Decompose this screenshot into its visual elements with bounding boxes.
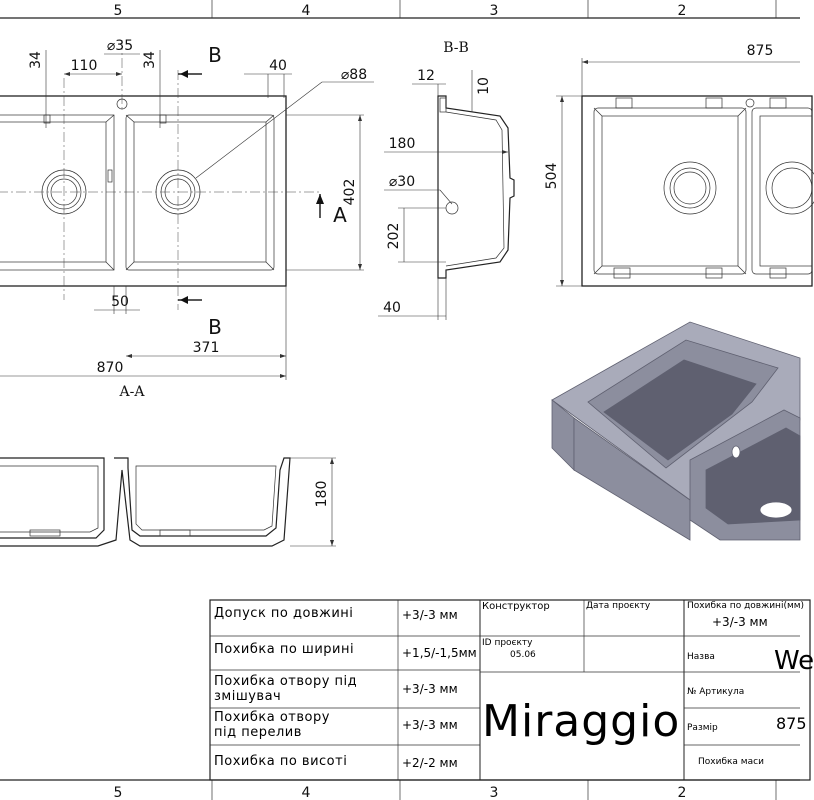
zone-bottom-2: 2 — [678, 785, 687, 800]
dim-40-bb: 40 — [383, 300, 401, 316]
section-b-b-title: B-B — [443, 40, 469, 56]
zone-bottom-3: 3 — [490, 785, 499, 800]
section-mark-b-bottom: B — [208, 315, 222, 339]
dim-34-right: 34 — [142, 51, 158, 69]
dim-402: 402 — [342, 179, 358, 206]
dim-371: 371 — [193, 340, 220, 356]
dim-34-left: 34 — [28, 51, 44, 69]
dim-diameter-35: ⌀35 — [107, 38, 133, 54]
dim-10: 10 — [476, 77, 492, 95]
dim-diameter-30: ⌀30 — [389, 174, 415, 190]
zone-top-2: 2 — [678, 3, 687, 19]
title-block — [209, 599, 811, 781]
side-view: 875 504 — [544, 43, 814, 287]
section-mark-a: A — [333, 203, 347, 227]
dim-110: 110 — [71, 58, 98, 74]
zone-top-4: 4 — [302, 3, 311, 19]
zone-bottom-4: 4 — [302, 785, 311, 800]
dim-504: 504 — [544, 163, 560, 190]
dim-202: 202 — [386, 223, 402, 250]
dim-50: 50 — [111, 294, 129, 310]
section-a-a: A-A 180 — [0, 384, 336, 547]
section-mark-b-top: B — [208, 43, 222, 67]
dim-875: 875 — [747, 43, 774, 59]
zone-top-3: 3 — [490, 3, 499, 19]
dim-180-aa: 180 — [314, 481, 330, 508]
dim-12: 12 — [417, 68, 435, 84]
section-a-a-title: A-A — [119, 384, 146, 400]
zone-top-5: 5 — [114, 3, 123, 19]
dim-180-bb: 180 — [389, 136, 416, 152]
dim-diameter-88: ⌀88 — [341, 67, 367, 83]
zone-bottom-5: 5 — [114, 785, 123, 800]
section-b-b: B-B 12 10 180 ⌀30 202 40 — [378, 40, 515, 320]
dim-40-top: 40 — [269, 58, 287, 74]
sink-3d-render — [551, 321, 801, 541]
dim-870: 870 — [97, 360, 124, 376]
top-view: 34 110 ⌀35 34 40 ⌀88 402 50 — [0, 38, 374, 380]
